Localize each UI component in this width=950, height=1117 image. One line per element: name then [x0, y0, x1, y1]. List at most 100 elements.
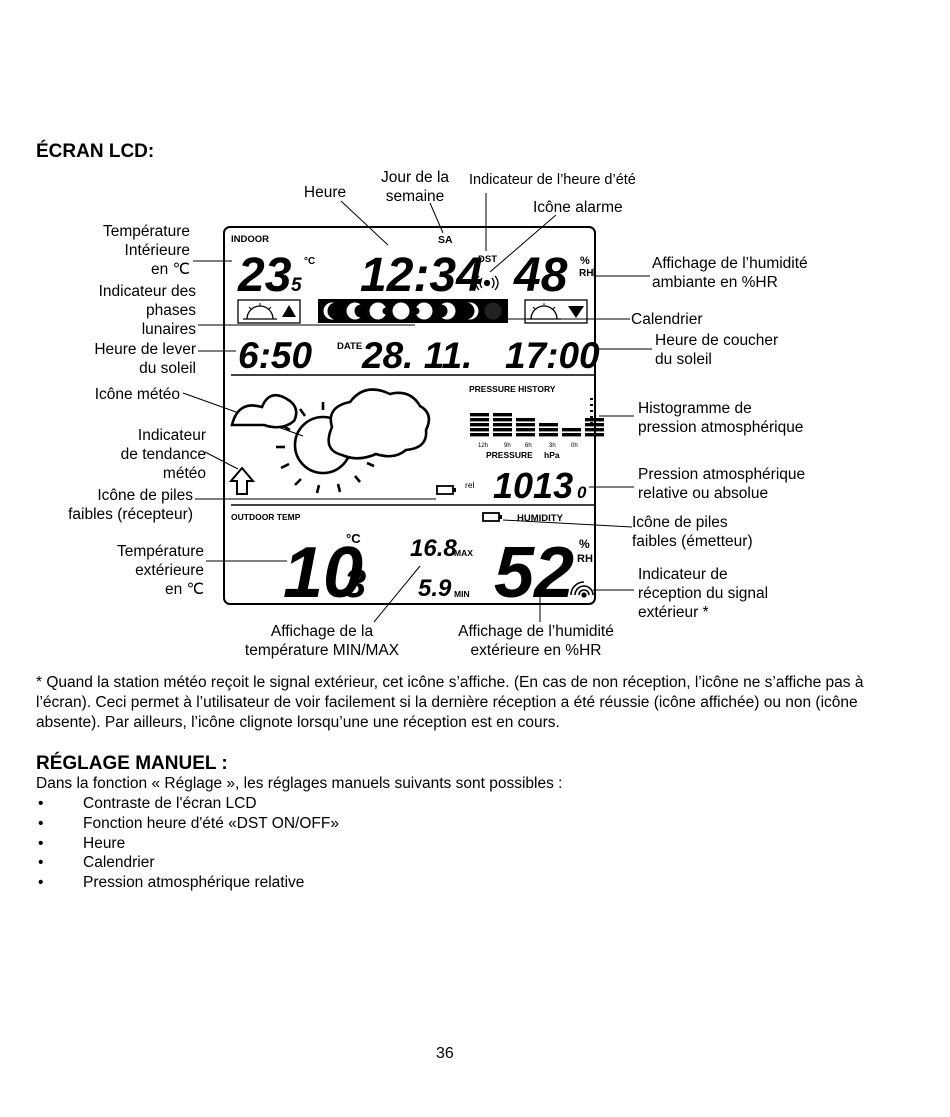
manual-intro: Dans la fonction « Réglage », les réglag… [36, 775, 563, 792]
sunrise-icon [237, 299, 301, 324]
histogram-hour-label: 6h [525, 443, 532, 449]
section-title-lcd: ÉCRAN LCD: [36, 141, 155, 162]
lcd-celsius-in: °C [304, 256, 315, 267]
label-icone-meteo: Icône météo [94, 386, 180, 403]
lcd-outdoor-temp-label: OUTDOOR TEMP [231, 512, 301, 522]
list-item: Contraste de l'écran LCD [36, 794, 636, 814]
list-item: Calendrier [36, 853, 636, 873]
histogram-bar-segment [470, 428, 489, 432]
label-humid-amb: Affichage de l’humidité ambiante en %HR [652, 255, 808, 291]
histogram-bar-segment [585, 418, 604, 422]
lcd-max-value: 16.8 [410, 535, 457, 562]
lcd-hpa: hPa [544, 450, 560, 460]
page-number: 36 [436, 1045, 454, 1062]
lcd-rh-in: RH [579, 268, 593, 279]
label-jour-semaine: Jour de la semaine [380, 169, 450, 205]
signal-reception-icon [570, 581, 594, 598]
lcd-temp-out: 10 [283, 533, 363, 613]
histogram-bar-segment [493, 423, 512, 427]
label-calendrier: Calendrier [631, 311, 703, 328]
list-item: Heure [36, 834, 636, 854]
lcd-diagram: INDOOR SA 23 5 °C 12:34 DST 48 % RH [182, 193, 652, 623]
histogram-hour-label: 0h [571, 443, 578, 449]
histogram-bar-segment [562, 428, 581, 432]
weather-icon [230, 388, 431, 494]
label-pression: Pression atmosphérique relative ou absol… [638, 466, 806, 502]
label-phases-lunaires: Indicateur des phases lunaires [98, 283, 196, 338]
label-tendance: Indicateur de tendance météo [120, 427, 206, 482]
label-piles-recepteur: Icône de piles faibles (récepteur) [68, 487, 193, 523]
trend-arrow-icon [228, 466, 256, 495]
lcd-temp-out-decimal: 3 [344, 562, 366, 606]
histogram-hour-label: 9h [504, 443, 511, 449]
lcd-rh-out: RH [577, 553, 593, 565]
lcd-day: SA [438, 234, 453, 246]
sunset-icon [524, 299, 588, 324]
label-coucher: Heure de coucher du soleil [655, 332, 779, 368]
lcd-date-label: DATE [337, 341, 362, 352]
list-item: Fonction heure d'été «DST ON/OFF» [36, 814, 636, 834]
histogram-bar-segment [516, 418, 535, 422]
histogram-bar-segment [470, 418, 489, 422]
lcd-pct-in: % [580, 255, 590, 267]
battery-transmitter-icon [482, 512, 502, 522]
section-title-manual: RÉGLAGE MANUEL : [36, 753, 228, 774]
histogram-bar-segment [585, 433, 604, 437]
lcd-pressure-decimal: 0 [577, 483, 587, 502]
moon-phases-icon [318, 299, 508, 323]
label-piles-emetteur: Icône de piles faibles (émetteur) [632, 514, 753, 550]
alarm-icon [475, 275, 499, 291]
lcd-sunset-time: 17:00 [505, 335, 600, 376]
lcd-rel: rel [465, 480, 475, 490]
lcd-celsius-out: °C [346, 531, 361, 546]
lcd-humidity-label: HUMIDITY [517, 513, 564, 524]
lcd-pct-out: % [579, 537, 590, 551]
pressure-histogram [470, 413, 604, 437]
histogram-hour-label: 12h [478, 443, 488, 449]
label-min-max: Affichage de la température MIN/MAX [244, 623, 400, 659]
lcd-humidity-out: 52 [494, 533, 574, 613]
lcd-humidity-in: 48 [513, 249, 568, 302]
lcd-min-label: MIN [454, 589, 470, 599]
histogram-hours: 12h 9h 6h 3h 0h [478, 443, 578, 449]
lcd-date: 28. 11. [361, 335, 472, 376]
label-alarme: Icône alarme [533, 199, 623, 216]
histogram-bar-segment [493, 413, 512, 417]
histogram-bar-segment [470, 413, 489, 417]
histogram-bar-segment [493, 428, 512, 432]
label-dst: Indicateur de l’heure d’été [469, 172, 636, 188]
histogram-bar-segment [585, 423, 604, 427]
footnote-signal: * Quand la station météo reçoit le signa… [36, 674, 864, 731]
lcd-time: 12:34 [360, 249, 483, 302]
lcd-temp-in-decimal: 5 [291, 275, 302, 296]
label-signal: Indicateur de réception du signal extéri… [638, 566, 769, 621]
histogram-bar-segment [516, 433, 535, 437]
histogram-bar-segment [493, 433, 512, 437]
histogram-scale-icon [590, 398, 593, 436]
lcd-min-value: 5.9 [418, 575, 452, 602]
lcd-pressure-label: PRESSURE [486, 450, 533, 460]
histogram-bar-segment [493, 418, 512, 422]
lcd-indoor-label: INDOOR [231, 234, 269, 245]
histogram-bar-segment [470, 423, 489, 427]
histogram-bar-segment [562, 433, 581, 437]
label-heure: Heure [303, 184, 347, 201]
label-temp-int: Température Intérieure en ℃ [102, 223, 190, 278]
histogram-bar-segment [516, 428, 535, 432]
battery-receiver-icon [436, 485, 456, 495]
label-histogramme: Histogramme de pression atmosphérique [638, 400, 804, 436]
histogram-bar-segment [585, 428, 604, 432]
histogram-hour-label: 3h [549, 443, 556, 449]
label-lever: Heure de lever du soleil [94, 341, 196, 377]
list-item: Pression atmosphérique relative [36, 873, 636, 893]
manual-settings-list: Contraste de l'écran LCD Fonction heure … [36, 794, 636, 893]
lcd-temp-in: 23 [237, 249, 292, 302]
label-humid-ext: Affichage de l’humidité extérieure en %H… [458, 623, 614, 659]
lcd-max-label: MAX [454, 548, 473, 558]
lcd-dst: DST [478, 254, 497, 265]
histogram-bar-segment [539, 433, 558, 437]
histogram-bar-segment [539, 428, 558, 432]
label-temp-ext: Température extérieure en ℃ [116, 543, 204, 598]
histogram-bar-segment [470, 433, 489, 437]
histogram-bar-segment [516, 423, 535, 427]
